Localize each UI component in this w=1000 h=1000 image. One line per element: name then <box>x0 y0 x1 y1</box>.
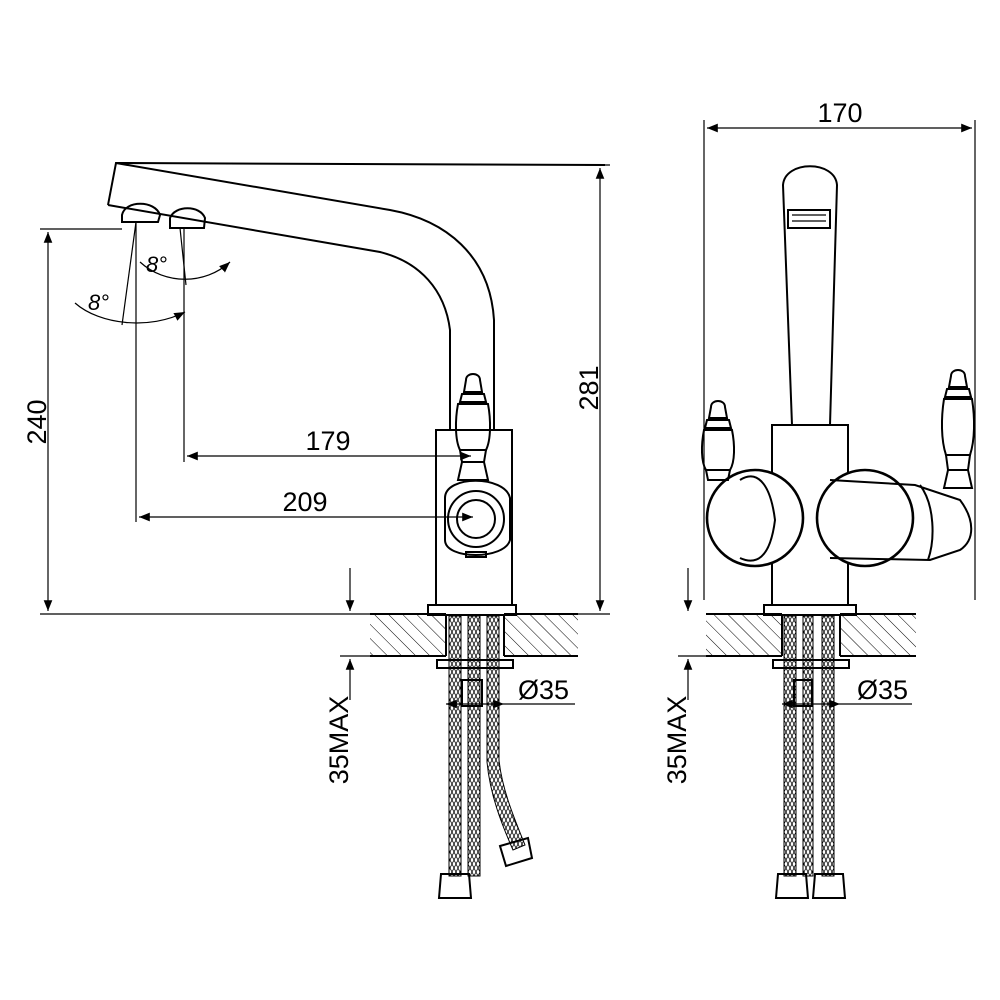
dim-label-179: 179 <box>305 426 350 456</box>
dim-label-240: 240 <box>22 399 52 444</box>
dim-hole-diameter-side: Ø35 <box>446 675 575 709</box>
dim-label-diameter-front: Ø35 <box>857 675 908 705</box>
front-spout <box>781 165 839 426</box>
side-handle <box>454 373 492 481</box>
angle-label-lower: 8° <box>88 290 109 315</box>
dim-counter-thickness-front: 35MAX <box>662 568 706 784</box>
front-handle-right <box>940 369 976 489</box>
side-body <box>427 429 517 616</box>
dim-label-209: 209 <box>282 487 327 517</box>
dim-counter-thickness-side: 35MAX <box>324 568 370 784</box>
dim-label-281: 281 <box>574 365 604 410</box>
dim-label-diameter-side: Ø35 <box>518 675 569 705</box>
front-body <box>705 424 973 616</box>
dim-side-height-spout: 240 <box>22 228 370 615</box>
angle-indicators: 8° 8° <box>74 221 231 326</box>
angle-label-upper: 8° <box>146 252 167 277</box>
front-handle-left <box>700 400 736 481</box>
dim-hole-diameter-front: Ø35 <box>782 675 912 709</box>
front-view: 170 Ø35 35MAX <box>662 98 976 899</box>
front-hoses <box>772 615 850 899</box>
dim-front-width: 170 <box>703 98 976 600</box>
side-view: 281 240 179 209 8° 8° <box>22 161 610 899</box>
side-spout <box>107 161 606 430</box>
dim-reach-inner: 179 <box>183 228 471 462</box>
side-hoses <box>436 615 534 899</box>
dim-side-height-total: 281 <box>516 164 610 615</box>
dim-reach-outer: 209 <box>135 222 473 522</box>
dim-label-170: 170 <box>817 98 862 128</box>
dim-label-35max-side: 35MAX <box>324 696 354 785</box>
dim-label-35max-front: 35MAX <box>662 696 692 785</box>
